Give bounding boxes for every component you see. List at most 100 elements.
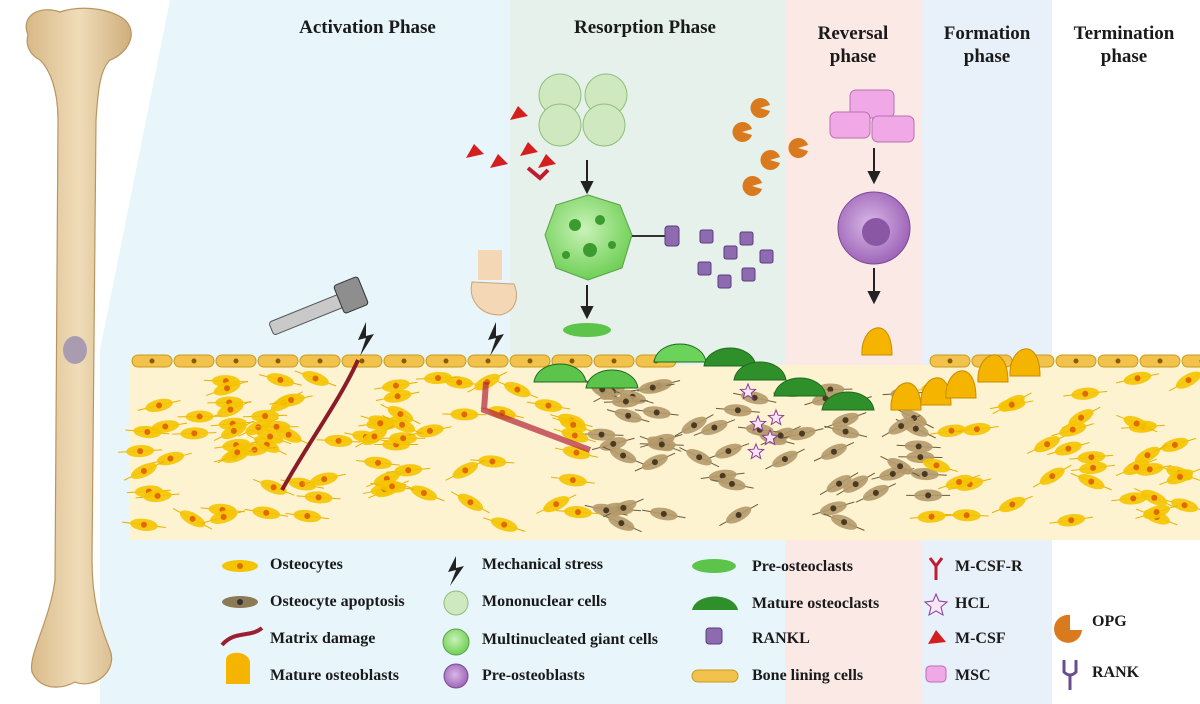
rankl-particle bbox=[741, 267, 756, 282]
legend-mature-osteoblasts: Mature osteoblasts bbox=[270, 667, 400, 684]
osteocyte bbox=[470, 455, 515, 468]
osteocyte bbox=[294, 370, 337, 387]
rankl-particle bbox=[759, 249, 774, 264]
bone-lining-cell bbox=[1181, 354, 1200, 368]
phase-title-termination: Termination phase bbox=[1073, 23, 1175, 67]
osteocyte bbox=[380, 404, 421, 425]
osteocyte bbox=[991, 495, 1033, 514]
osteocyte bbox=[1047, 441, 1090, 456]
osteocyte bbox=[1063, 387, 1108, 400]
osteocyte-apoptosis bbox=[812, 501, 855, 516]
legend-matrix-damage: Matrix damage bbox=[270, 630, 376, 647]
osteocyte bbox=[1115, 371, 1160, 385]
legend-msc: MSC bbox=[955, 667, 991, 684]
long-bone-illustration bbox=[25, 7, 132, 688]
osteocyte bbox=[1032, 464, 1072, 488]
osteocyte-apoptosis bbox=[823, 513, 865, 531]
osteocyte bbox=[285, 509, 330, 523]
osteocyte bbox=[172, 427, 217, 440]
osteocyte bbox=[555, 506, 600, 519]
osteocyte bbox=[354, 425, 394, 448]
osteocyte-apoptosis bbox=[600, 514, 642, 533]
phase-title-reversal: Reversal phase bbox=[817, 23, 889, 67]
osteocyte bbox=[408, 424, 452, 438]
legend-pre-osteoclasts: Pre-osteoclasts bbox=[752, 558, 853, 575]
mononuclear-cells-cluster bbox=[538, 73, 628, 147]
legend-pre-osteoblasts: Pre-osteoblasts bbox=[482, 667, 585, 684]
osteocyte bbox=[536, 494, 577, 514]
phase-title-activation: Activation Phase bbox=[299, 17, 436, 38]
osteocyte bbox=[954, 422, 999, 436]
osteoclast bbox=[585, 369, 639, 389]
osteocyte bbox=[483, 517, 526, 532]
osteocyte bbox=[296, 491, 341, 504]
hammer-icon bbox=[269, 276, 369, 335]
phase-title-resorption: Resorption Phase bbox=[574, 17, 716, 38]
osteocyte-apoptosis bbox=[602, 446, 644, 465]
mature-osteoblast bbox=[920, 377, 952, 406]
rankl-particle bbox=[697, 261, 712, 276]
osteocyte-apoptosis bbox=[710, 477, 754, 491]
msc-cluster bbox=[829, 89, 915, 143]
mature-osteoblast bbox=[1009, 348, 1041, 377]
osteocyte bbox=[1049, 513, 1094, 527]
osteocyte bbox=[269, 393, 313, 407]
osteocyte-apoptosis bbox=[780, 426, 824, 441]
osteocyte-apoptosis bbox=[881, 414, 921, 438]
osteocyte-apoptosis bbox=[765, 448, 805, 470]
osteocyte bbox=[437, 376, 482, 389]
legend-icons bbox=[220, 556, 1082, 690]
legend-rankl: RANKL bbox=[752, 630, 810, 647]
osteocyte bbox=[217, 441, 257, 464]
osteocyte-apoptosis bbox=[591, 437, 635, 451]
osteocyte bbox=[1115, 458, 1157, 477]
legend-opg: OPG bbox=[1092, 613, 1127, 630]
osteocyte bbox=[944, 509, 989, 522]
legend-mcsf-r: M-CSF-R bbox=[955, 558, 1023, 575]
rankl-particle bbox=[717, 274, 732, 289]
osteocyte-apoptosis bbox=[693, 419, 736, 436]
osteocyte bbox=[381, 432, 426, 445]
osteocyte-apoptosis bbox=[603, 498, 644, 518]
osteocyte bbox=[1069, 451, 1114, 464]
osteoclast bbox=[533, 363, 587, 383]
osteocyte-apoptosis bbox=[719, 503, 759, 527]
osteocyte-apoptosis bbox=[603, 395, 648, 408]
osteoclast bbox=[733, 361, 787, 381]
opg-particle bbox=[788, 138, 808, 158]
osteocyte bbox=[909, 510, 954, 523]
legend-mononuclear-cells: Mononuclear cells bbox=[482, 593, 607, 610]
legend-rank: RANK bbox=[1092, 664, 1140, 681]
osteocyte bbox=[915, 458, 958, 473]
osteocyte bbox=[202, 509, 245, 524]
mcsf-particle bbox=[490, 154, 508, 168]
osteocyte-apoptosis bbox=[855, 483, 897, 503]
mcsf-particle bbox=[466, 144, 484, 158]
osteocyte-apoptosis bbox=[707, 443, 750, 460]
legend-multinucleated-giant-cells: Multinucleated giant cells bbox=[482, 631, 658, 648]
osteocyte-apoptosis bbox=[634, 452, 676, 472]
osteocyte bbox=[249, 428, 292, 445]
hcl-star bbox=[761, 428, 779, 446]
osteocyte-apoptosis bbox=[639, 438, 684, 451]
osteocyte bbox=[937, 474, 981, 490]
osteocyte bbox=[989, 398, 1034, 412]
mcsf-particle bbox=[538, 154, 556, 168]
matrix-damage-crack bbox=[280, 359, 360, 491]
osteoclast bbox=[773, 377, 827, 397]
osteocyte bbox=[258, 373, 302, 387]
osteocyte-apoptosis bbox=[715, 404, 760, 417]
osteocyte bbox=[356, 456, 400, 469]
legend-mature-osteoclasts: Mature osteoclasts bbox=[752, 595, 880, 612]
opg-particle bbox=[742, 176, 762, 196]
osteocyte bbox=[1135, 504, 1178, 520]
osteocyte bbox=[386, 464, 431, 477]
osteocyte-apoptosis bbox=[674, 414, 714, 437]
osteocyte bbox=[1134, 488, 1175, 508]
osteocyte-apoptosis bbox=[880, 455, 920, 477]
osteocyte bbox=[209, 400, 252, 419]
osteocyte bbox=[243, 410, 288, 423]
osteocyte bbox=[1116, 414, 1158, 433]
lightning-icon bbox=[358, 322, 374, 356]
